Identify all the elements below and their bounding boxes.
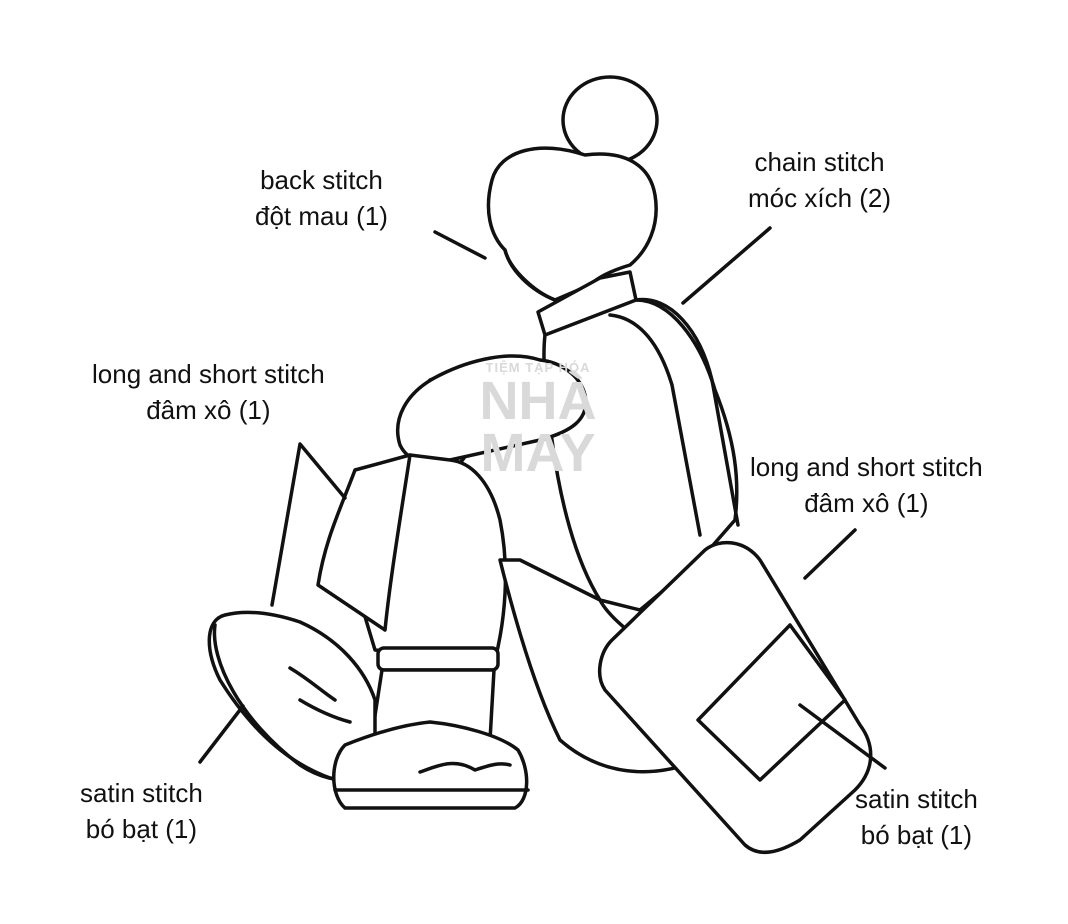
leader-long-short-right xyxy=(803,528,857,580)
label-en: chain stitch xyxy=(754,147,885,177)
left-shoe-detail xyxy=(288,666,352,724)
face-side xyxy=(503,248,557,302)
label-en: long and short stitch xyxy=(92,359,325,389)
label-back-stitch: back stitch đột mau (1) xyxy=(255,162,388,234)
leader-back-stitch xyxy=(433,230,487,260)
label-vi: đâm xô (1) xyxy=(146,395,271,425)
shorts xyxy=(316,453,412,632)
label-long-short-left: long and short stitch đâm xô (1) xyxy=(92,356,325,428)
label-satin-left: satin stitch bó bạt (1) xyxy=(80,775,203,847)
pant-cuff xyxy=(376,646,500,672)
label-vi: bó bạt (1) xyxy=(85,814,198,844)
label-long-short-right: long and short stitch đâm xô (1) xyxy=(750,449,983,521)
label-vi: đâm xô (1) xyxy=(804,488,929,518)
label-chain-stitch: chain stitch móc xích (2) xyxy=(748,144,891,216)
leader-satin-left xyxy=(198,704,245,764)
hair-bun xyxy=(561,75,659,165)
label-en: long and short stitch xyxy=(750,452,983,482)
right-shoe-detail xyxy=(418,761,512,774)
label-en: satin stitch xyxy=(855,784,978,814)
leader-satin-right xyxy=(798,703,887,770)
label-en: satin stitch xyxy=(80,778,203,808)
bag-strap xyxy=(634,297,740,527)
bag-pocket xyxy=(696,623,847,782)
label-vi: bó bạt (1) xyxy=(860,820,973,850)
bag-strap-inner xyxy=(608,313,702,537)
right-shoe xyxy=(332,720,529,810)
label-vi: móc xích (2) xyxy=(748,183,892,213)
leader-chain-stitch xyxy=(681,226,772,305)
label-vi: đột mau (1) xyxy=(255,201,388,231)
label-en: back stitch xyxy=(260,165,383,195)
leader-long-short-left xyxy=(270,442,347,607)
label-satin-right: satin stitch bó bạt (1) xyxy=(855,781,978,853)
